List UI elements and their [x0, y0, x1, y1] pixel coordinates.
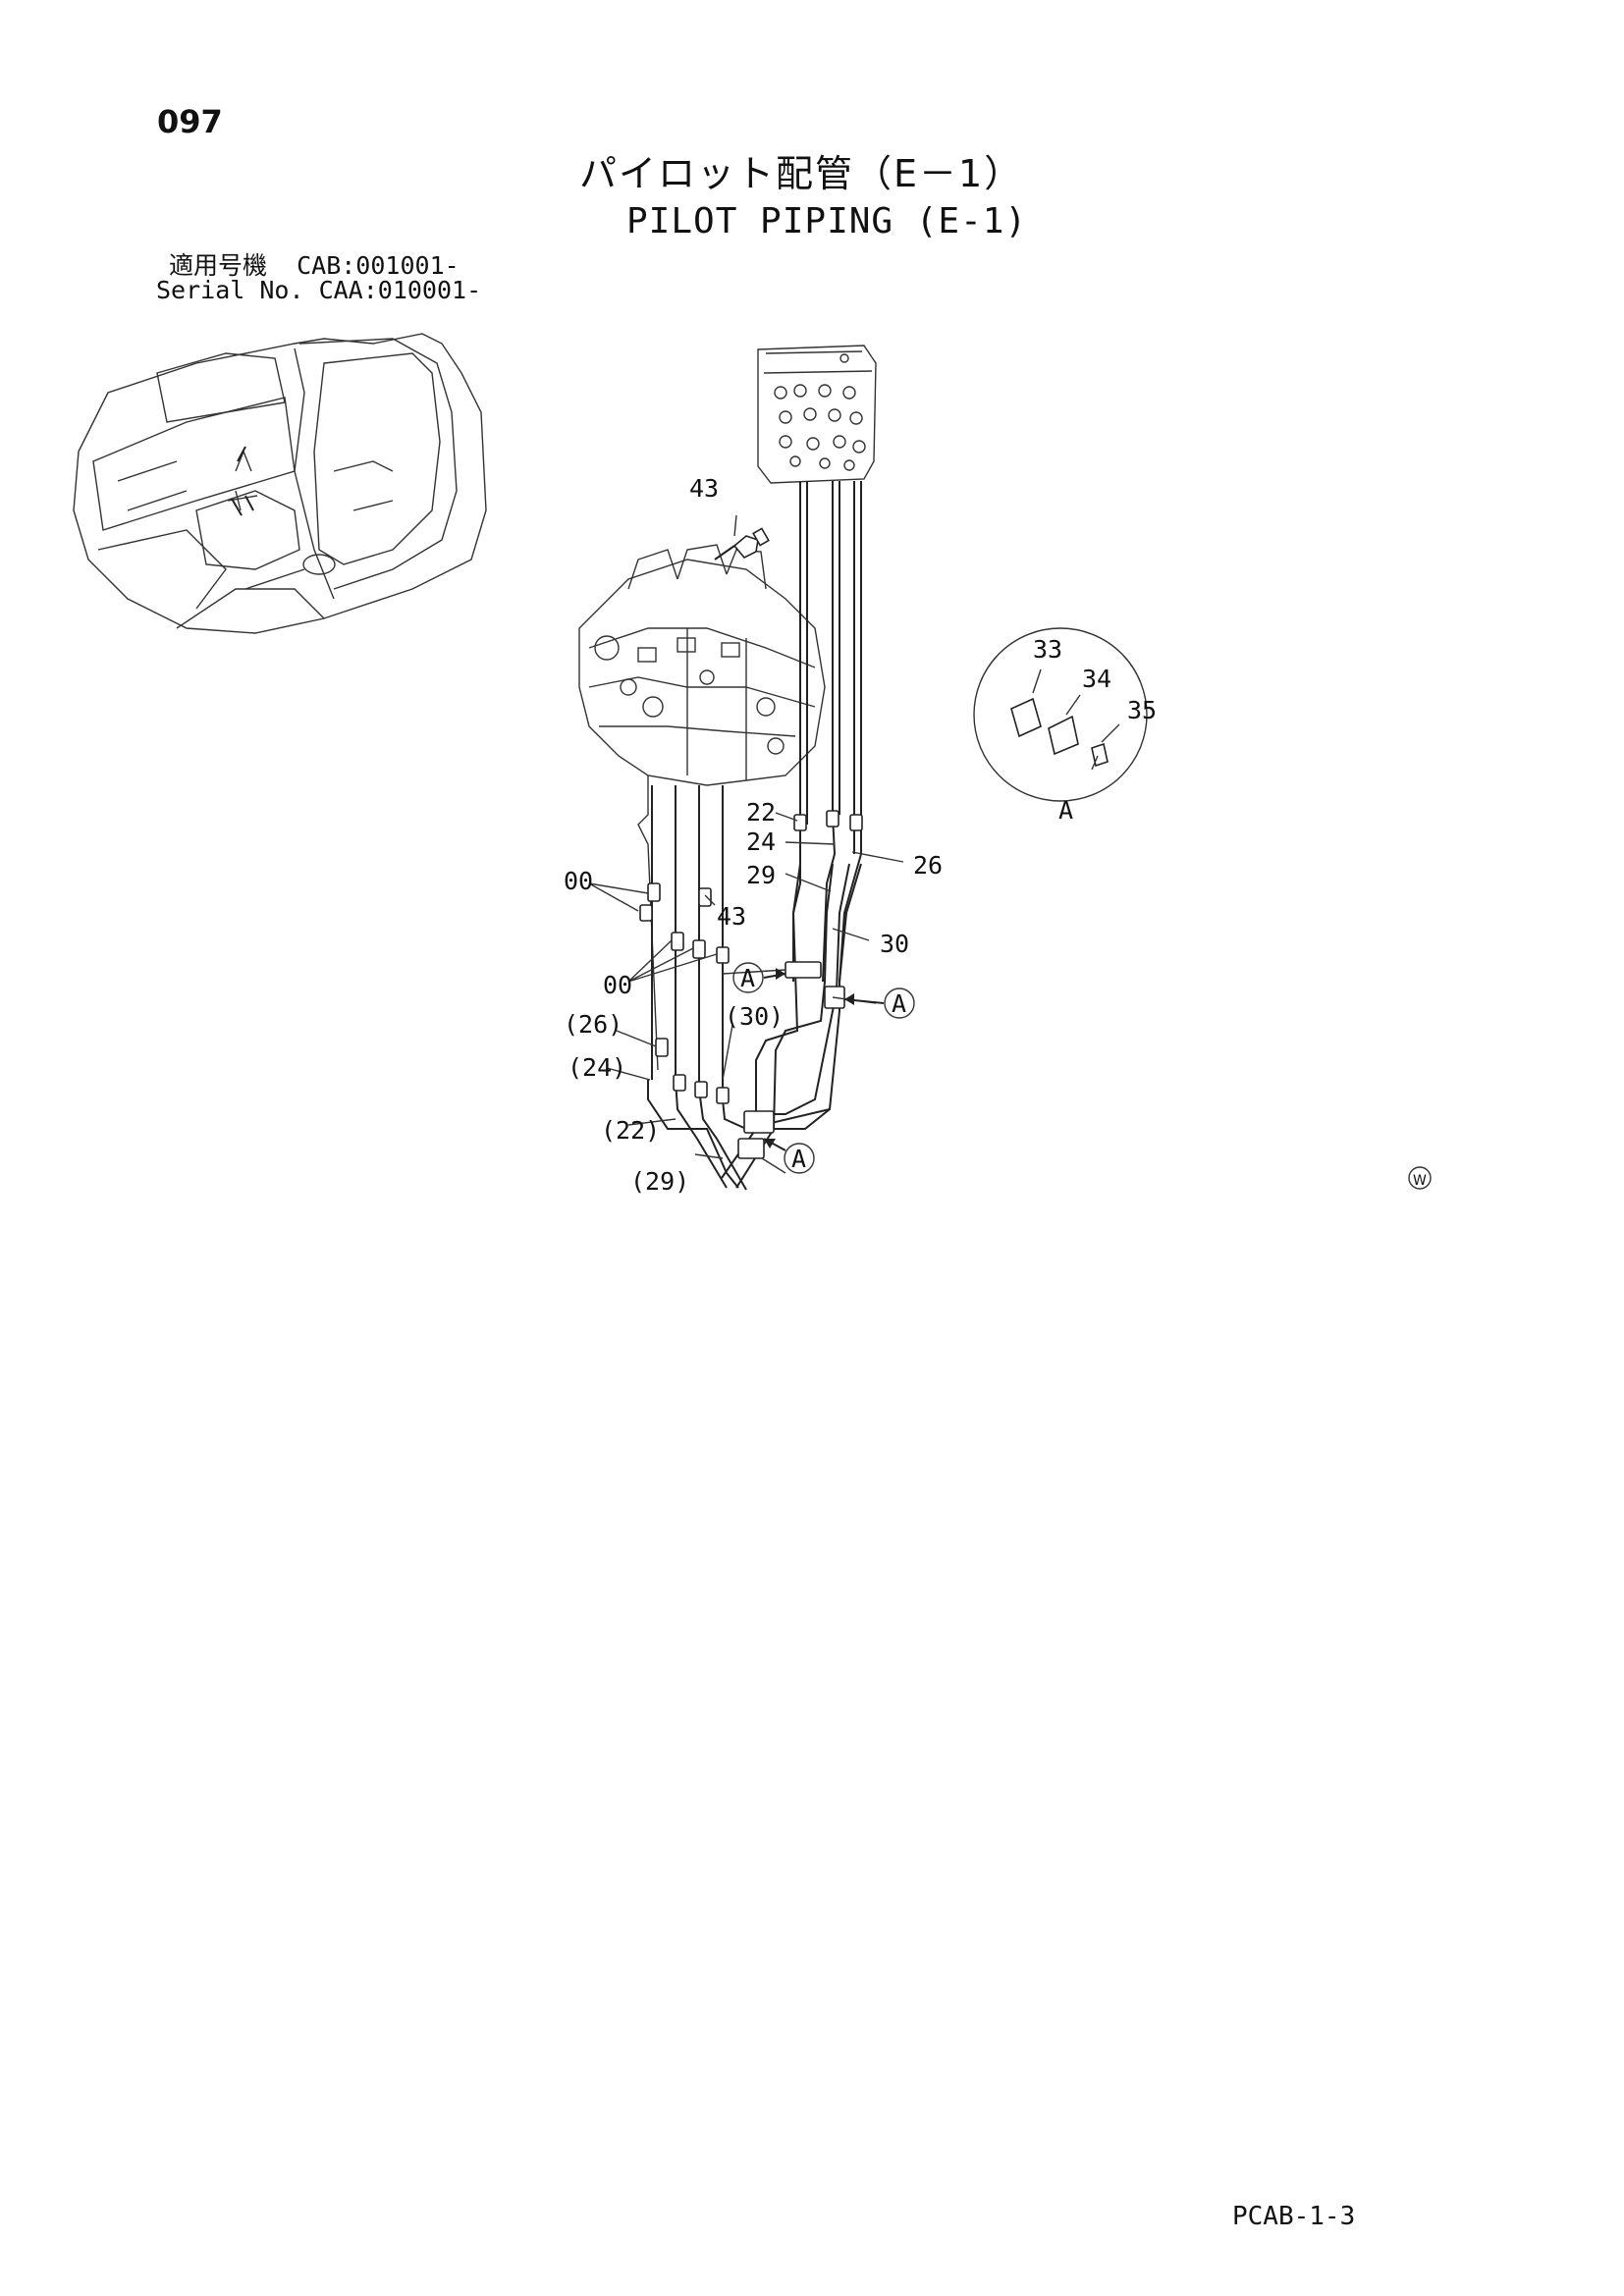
callout-43-lower: 43: [717, 902, 746, 931]
page-number: 097: [157, 103, 223, 140]
fitting-43-upper: [714, 527, 770, 561]
callout-30: 30: [880, 930, 909, 958]
callout-26: 26: [913, 851, 943, 880]
pilot-valve-block: [757, 345, 877, 484]
leader-lines: [588, 812, 904, 1174]
callout-33: 33: [1033, 635, 1062, 664]
circled-w-mark: W: [1408, 1166, 1432, 1190]
svg-text:W: W: [1413, 1173, 1427, 1189]
leader-43-upper: [733, 514, 737, 537]
page-code: PCAB-1-3: [1232, 2202, 1356, 2231]
callout-29-ref: (29): [630, 1167, 689, 1196]
page-title-japanese: パイロット配管（E－1）: [579, 152, 1024, 195]
control-valve-assembly: [578, 544, 826, 1071]
cab-overview-illustration: [73, 333, 487, 634]
callout-00-b: 00: [603, 971, 632, 999]
hose-fittings: [639, 810, 863, 1104]
callout-labels: 43 00 43 00 (26) (24) (22) (29) (30) 22 …: [564, 474, 1157, 1196]
callout-30-ref: (30): [725, 1002, 784, 1031]
detail-label-a: A: [1058, 796, 1073, 825]
callout-22: 22: [746, 798, 776, 827]
svg-text:A: A: [791, 1145, 806, 1173]
callout-35: 35: [1127, 696, 1157, 724]
applicable-serial-jp: 適用号機 CAB:001001-: [169, 251, 460, 280]
page-title-english: PILOT PIPING (E-1): [626, 201, 1028, 241]
callout-24-ref: (24): [568, 1053, 626, 1082]
callout-26-ref: (26): [564, 1010, 623, 1039]
detail-view-a: [973, 627, 1148, 802]
svg-text:A: A: [892, 989, 906, 1018]
callout-24: 24: [746, 828, 776, 856]
view-reference-a-1: A: [732, 962, 786, 993]
callout-34: 34: [1082, 665, 1111, 693]
pipe-clamps: [737, 961, 845, 1159]
callout-22-ref: (22): [601, 1116, 660, 1145]
view-reference-a-3: A: [763, 1138, 815, 1174]
callout-00-a: 00: [564, 867, 593, 895]
view-reference-a-2: A: [843, 988, 915, 1019]
svg-text:A: A: [740, 964, 755, 992]
applicable-serial-en: Serial No. CAA:010001-: [156, 276, 482, 304]
callout-29: 29: [746, 861, 776, 889]
callout-43-upper: 43: [689, 474, 719, 503]
